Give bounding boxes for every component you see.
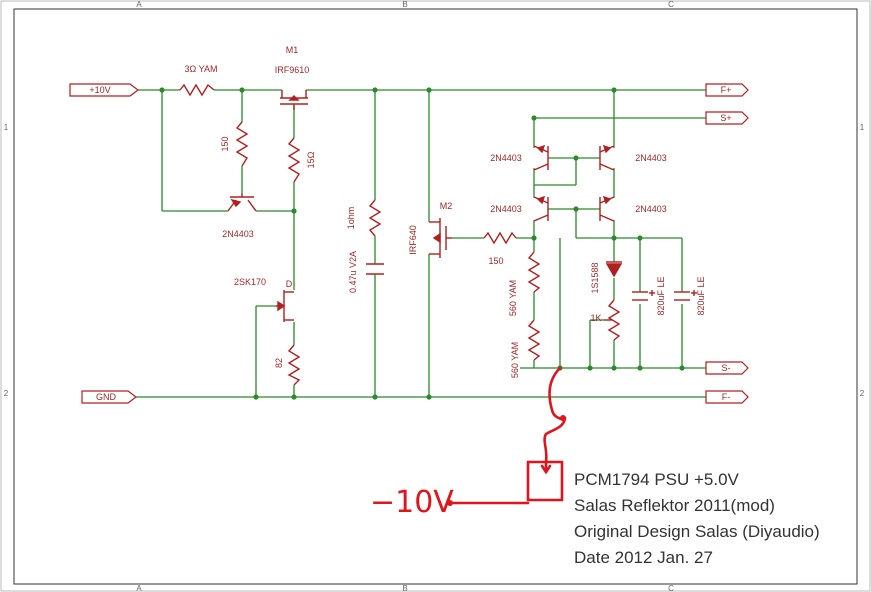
label-r-1ohm: 1ohm bbox=[346, 207, 356, 230]
mosfet-m1 bbox=[280, 90, 308, 110]
port-f-plus bbox=[705, 83, 749, 97]
label-m2-part: IRF640 bbox=[408, 225, 418, 255]
label-r-560-bottom: 560 YAM bbox=[510, 342, 520, 378]
port-f-plus-label: F+ bbox=[721, 85, 732, 95]
label-diode: 1S1588 bbox=[590, 262, 600, 293]
port-f-minus-label: F- bbox=[722, 392, 731, 402]
annotation-neg10v: −10V bbox=[370, 485, 454, 520]
pen-dot bbox=[560, 415, 566, 421]
sheet-frame bbox=[13, 8, 858, 585]
resistor-560-bottom bbox=[527, 319, 541, 361]
port-f-minus bbox=[705, 390, 749, 404]
label-r-150-left: 150 bbox=[220, 136, 230, 151]
title-line-1: PCM1794 PSU +5.0V bbox=[574, 470, 740, 489]
port-in-pos bbox=[69, 83, 139, 97]
label-m1-part: IRF9610 bbox=[275, 65, 310, 75]
grid-row-2-right: 2 bbox=[860, 389, 865, 398]
grid-col-c-top: C bbox=[668, 0, 674, 9]
grid-col-a-bottom: A bbox=[136, 584, 142, 592]
resistor-150-left bbox=[235, 121, 249, 167]
port-s-minus bbox=[705, 361, 749, 375]
label-q-tr: 2N4403 bbox=[635, 153, 667, 163]
grid-col-c-bottom: C bbox=[668, 584, 674, 592]
capacitor-820uf-a bbox=[632, 290, 655, 301]
label-q-tl: 2N4403 bbox=[490, 153, 522, 163]
mosfet-m2 bbox=[429, 218, 452, 258]
transistor-2n4403-bl bbox=[533, 195, 549, 222]
potentiometer-1k bbox=[607, 299, 621, 341]
port-in-pos-label: +10V bbox=[89, 85, 110, 95]
resistor-1ohm bbox=[368, 199, 382, 237]
grid-col-b-top: B bbox=[402, 0, 407, 9]
capacitor-047u bbox=[366, 263, 384, 275]
title-line-3: Original Design Salas (Diyaudio) bbox=[574, 522, 820, 541]
label-r-30ohm: 3Ω YAM bbox=[184, 64, 217, 74]
label-c-820-a: 820uF LE bbox=[656, 276, 666, 315]
label-r-150-mid: 15Ω bbox=[306, 151, 316, 168]
label-c-047: 0.47u V2A bbox=[348, 251, 358, 293]
label-q-br: 2N4403 bbox=[635, 204, 667, 214]
label-jfet-pin: D bbox=[286, 279, 293, 289]
diode-1s1588 bbox=[605, 261, 623, 278]
junctions bbox=[159, 87, 685, 400]
resistor-3ohm bbox=[179, 83, 215, 97]
port-gnd-label: GND bbox=[96, 392, 117, 402]
port-gnd bbox=[81, 390, 137, 404]
label-m2-ref: M2 bbox=[440, 201, 453, 211]
grid-col-a-top: A bbox=[136, 0, 142, 9]
resistor-82 bbox=[287, 344, 301, 386]
grid-row-1-right: 1 bbox=[860, 123, 865, 132]
label-q-bl: 2N4403 bbox=[490, 204, 522, 214]
resistor-gate-150 bbox=[483, 231, 517, 245]
label-r-560-top: 560 YAM bbox=[508, 280, 518, 316]
label-r-82: 82 bbox=[274, 358, 284, 368]
title-line-2: Salas Reflektor 2011(mod) bbox=[574, 496, 775, 515]
port-s-minus-label: S- bbox=[722, 363, 731, 373]
resistor-15ohm bbox=[287, 137, 301, 183]
grid-row-2-left: 2 bbox=[4, 389, 9, 398]
label-jfet: 2SK170 bbox=[234, 277, 266, 287]
pen-dot-end bbox=[447, 500, 453, 506]
resistor-560-top bbox=[527, 251, 541, 293]
grid-row-1-left: 1 bbox=[4, 123, 9, 132]
label-q-2n4403-left: 2N4403 bbox=[222, 229, 254, 239]
label-c-820-b: 820uF LE bbox=[696, 276, 706, 315]
label-r-gate-150: 150 bbox=[488, 256, 503, 266]
label-m1-ref: M1 bbox=[286, 45, 299, 55]
transistor-2n4403-left bbox=[227, 193, 257, 212]
wires bbox=[136, 89, 706, 398]
jfet-2sk170 bbox=[276, 290, 294, 322]
port-s-plus-label: S+ bbox=[720, 113, 731, 123]
title-line-4: Date 2012 Jan. 27 bbox=[574, 548, 713, 567]
transistor-2n4403-tl bbox=[533, 144, 549, 171]
parts bbox=[179, 83, 697, 386]
port-s-plus bbox=[705, 111, 749, 125]
grid-col-b-bottom: B bbox=[402, 584, 407, 592]
label-pot: 1K bbox=[590, 313, 601, 323]
transistor-2n4403-br bbox=[599, 195, 615, 222]
capacitor-820uf-b bbox=[674, 290, 697, 301]
transistor-2n4403-tr bbox=[599, 144, 615, 171]
pen-annotation bbox=[450, 366, 567, 505]
